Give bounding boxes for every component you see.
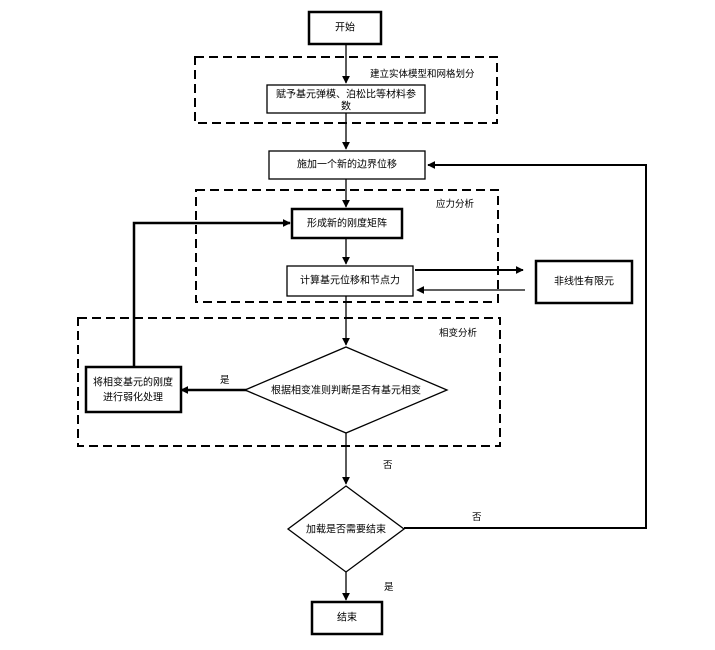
node-compute-force-label: 计算基元位移和节点力 (300, 274, 400, 287)
edge-weaken-stiffness (132, 219, 291, 367)
node-assign-params (266, 84, 426, 114)
node-start-label: 开始 (335, 21, 355, 34)
node-nonlinear-fem (534, 259, 634, 305)
node-start (307, 10, 383, 46)
node-weaken-stiffness (84, 365, 183, 414)
node-weaken-stiffness-label-1: 将相变基元的刚度 (93, 376, 173, 389)
node-end-label: 结束 (337, 611, 357, 624)
edge-label-no-phase: 否 (383, 460, 393, 471)
node-weaken-stiffness-label-2: 进行弱化处理 (103, 391, 163, 404)
node-load-end-judge (286, 485, 406, 573)
node-apply-displacement-label: 施加一个新的边界位移 (297, 158, 397, 171)
node-load-end-judge-label: 加载是否需要结束 (306, 523, 386, 536)
group-model-label: 建立实体模型和网格划分 (370, 68, 475, 80)
node-nonlinear-fem-label: 非线性有限元 (554, 275, 614, 288)
group-phase-box (77, 317, 501, 447)
node-compute-force (286, 265, 414, 297)
node-phase-judge-label: 根据相变准则判断是否有基元相变 (271, 384, 421, 397)
node-assign-params-label-1: 赋予基元弹模、泊松比等材料参 (276, 88, 416, 101)
edge-load-apply (404, 161, 647, 529)
node-stiffness-matrix (290, 207, 404, 240)
group-phase-label: 相变分析 (439, 327, 478, 339)
node-assign-params-label-2: 数 (341, 100, 351, 113)
node-end (310, 600, 384, 636)
edge-label-yes-load: 是 (384, 582, 394, 593)
node-apply-displacement (268, 150, 426, 180)
group-stress-label: 应力分析 (436, 198, 475, 210)
node-phase-judge (243, 346, 449, 434)
edge-label-yes-phase: 是 (220, 375, 230, 386)
edge-label-no-load: 否 (472, 512, 482, 523)
group-stress-box (195, 189, 499, 303)
node-stiffness-matrix-label: 形成新的刚度矩阵 (307, 217, 387, 230)
